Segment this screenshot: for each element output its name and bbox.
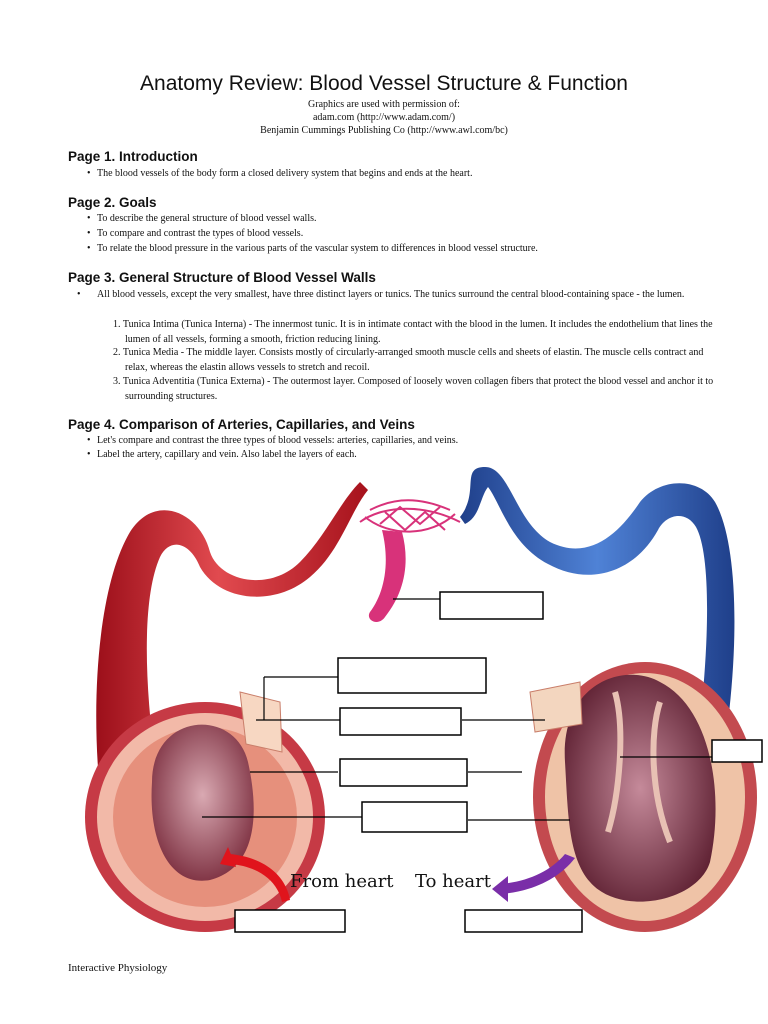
credit-line-3: Benjamin Cummings Publishing Co (http://…	[260, 125, 508, 136]
to-heart-label: To heart	[415, 871, 492, 892]
answer-box-artery[interactable]	[234, 909, 346, 933]
from-heart-label: From heart	[290, 871, 394, 892]
list-item: •To compare and contrast the types of bl…	[87, 228, 304, 239]
list-item: •Let's compare and contrast the three ty…	[87, 435, 459, 446]
section-heading: Page 1. Introduction	[68, 149, 198, 164]
credit-line-2: adam.com (http://www.adam.com/)	[312, 112, 456, 123]
vein-lumen	[564, 674, 716, 902]
tunic-item: 2. Tunica Media - The middle layer. Cons…	[113, 347, 704, 373]
from-heart-arrow-icon	[230, 854, 290, 902]
answer-box-vein[interactable]	[464, 909, 583, 933]
section-heading: Page 3. General Structure of Blood Vesse…	[68, 270, 376, 285]
answer-box-layer-3[interactable]	[339, 758, 468, 787]
page-title: Anatomy Review: Blood Vessel Structure &…	[140, 72, 628, 95]
to-heart-arrow-icon	[500, 854, 575, 894]
answer-box-capillary[interactable]	[439, 591, 544, 620]
artery-lumen	[151, 724, 254, 881]
footer-text: Interactive Physiology	[68, 962, 168, 974]
leader-lines	[202, 598, 712, 821]
list-item: •To relate the blood pressure in the var…	[87, 243, 538, 254]
capillary-tube	[368, 530, 406, 622]
blood-vessel-figure: From heart To heart	[60, 462, 768, 942]
answer-box-layer-2[interactable]	[339, 707, 462, 736]
answer-box-lumen[interactable]	[361, 801, 468, 833]
list-item: •To describe the general structure of bl…	[87, 213, 317, 224]
tunic-item: 1. Tunica Intima (Tunica Interna) - The …	[113, 319, 713, 345]
section-heading: Page 2. Goals	[68, 195, 157, 210]
capillary-bed	[359, 499, 461, 533]
list-item: •The blood vessels of the body form a cl…	[87, 168, 473, 179]
blood-vessel-illustration: From heart To heart	[85, 467, 763, 933]
list-item: •All blood vessels, except the very smal…	[77, 289, 685, 300]
vein-tube	[460, 467, 735, 722]
answer-box-valve[interactable]	[711, 739, 763, 763]
section-heading: Page 4. Comparison of Arteries, Capillar…	[68, 417, 415, 432]
list-item: •Label the artery, capillary and vein. A…	[87, 449, 357, 460]
credit-line-1: Graphics are used with permission of:	[308, 99, 460, 110]
answer-box-layer-1[interactable]	[337, 657, 487, 694]
tunic-item: 3. Tunica Adventitia (Tunica Externa) - …	[113, 376, 714, 402]
